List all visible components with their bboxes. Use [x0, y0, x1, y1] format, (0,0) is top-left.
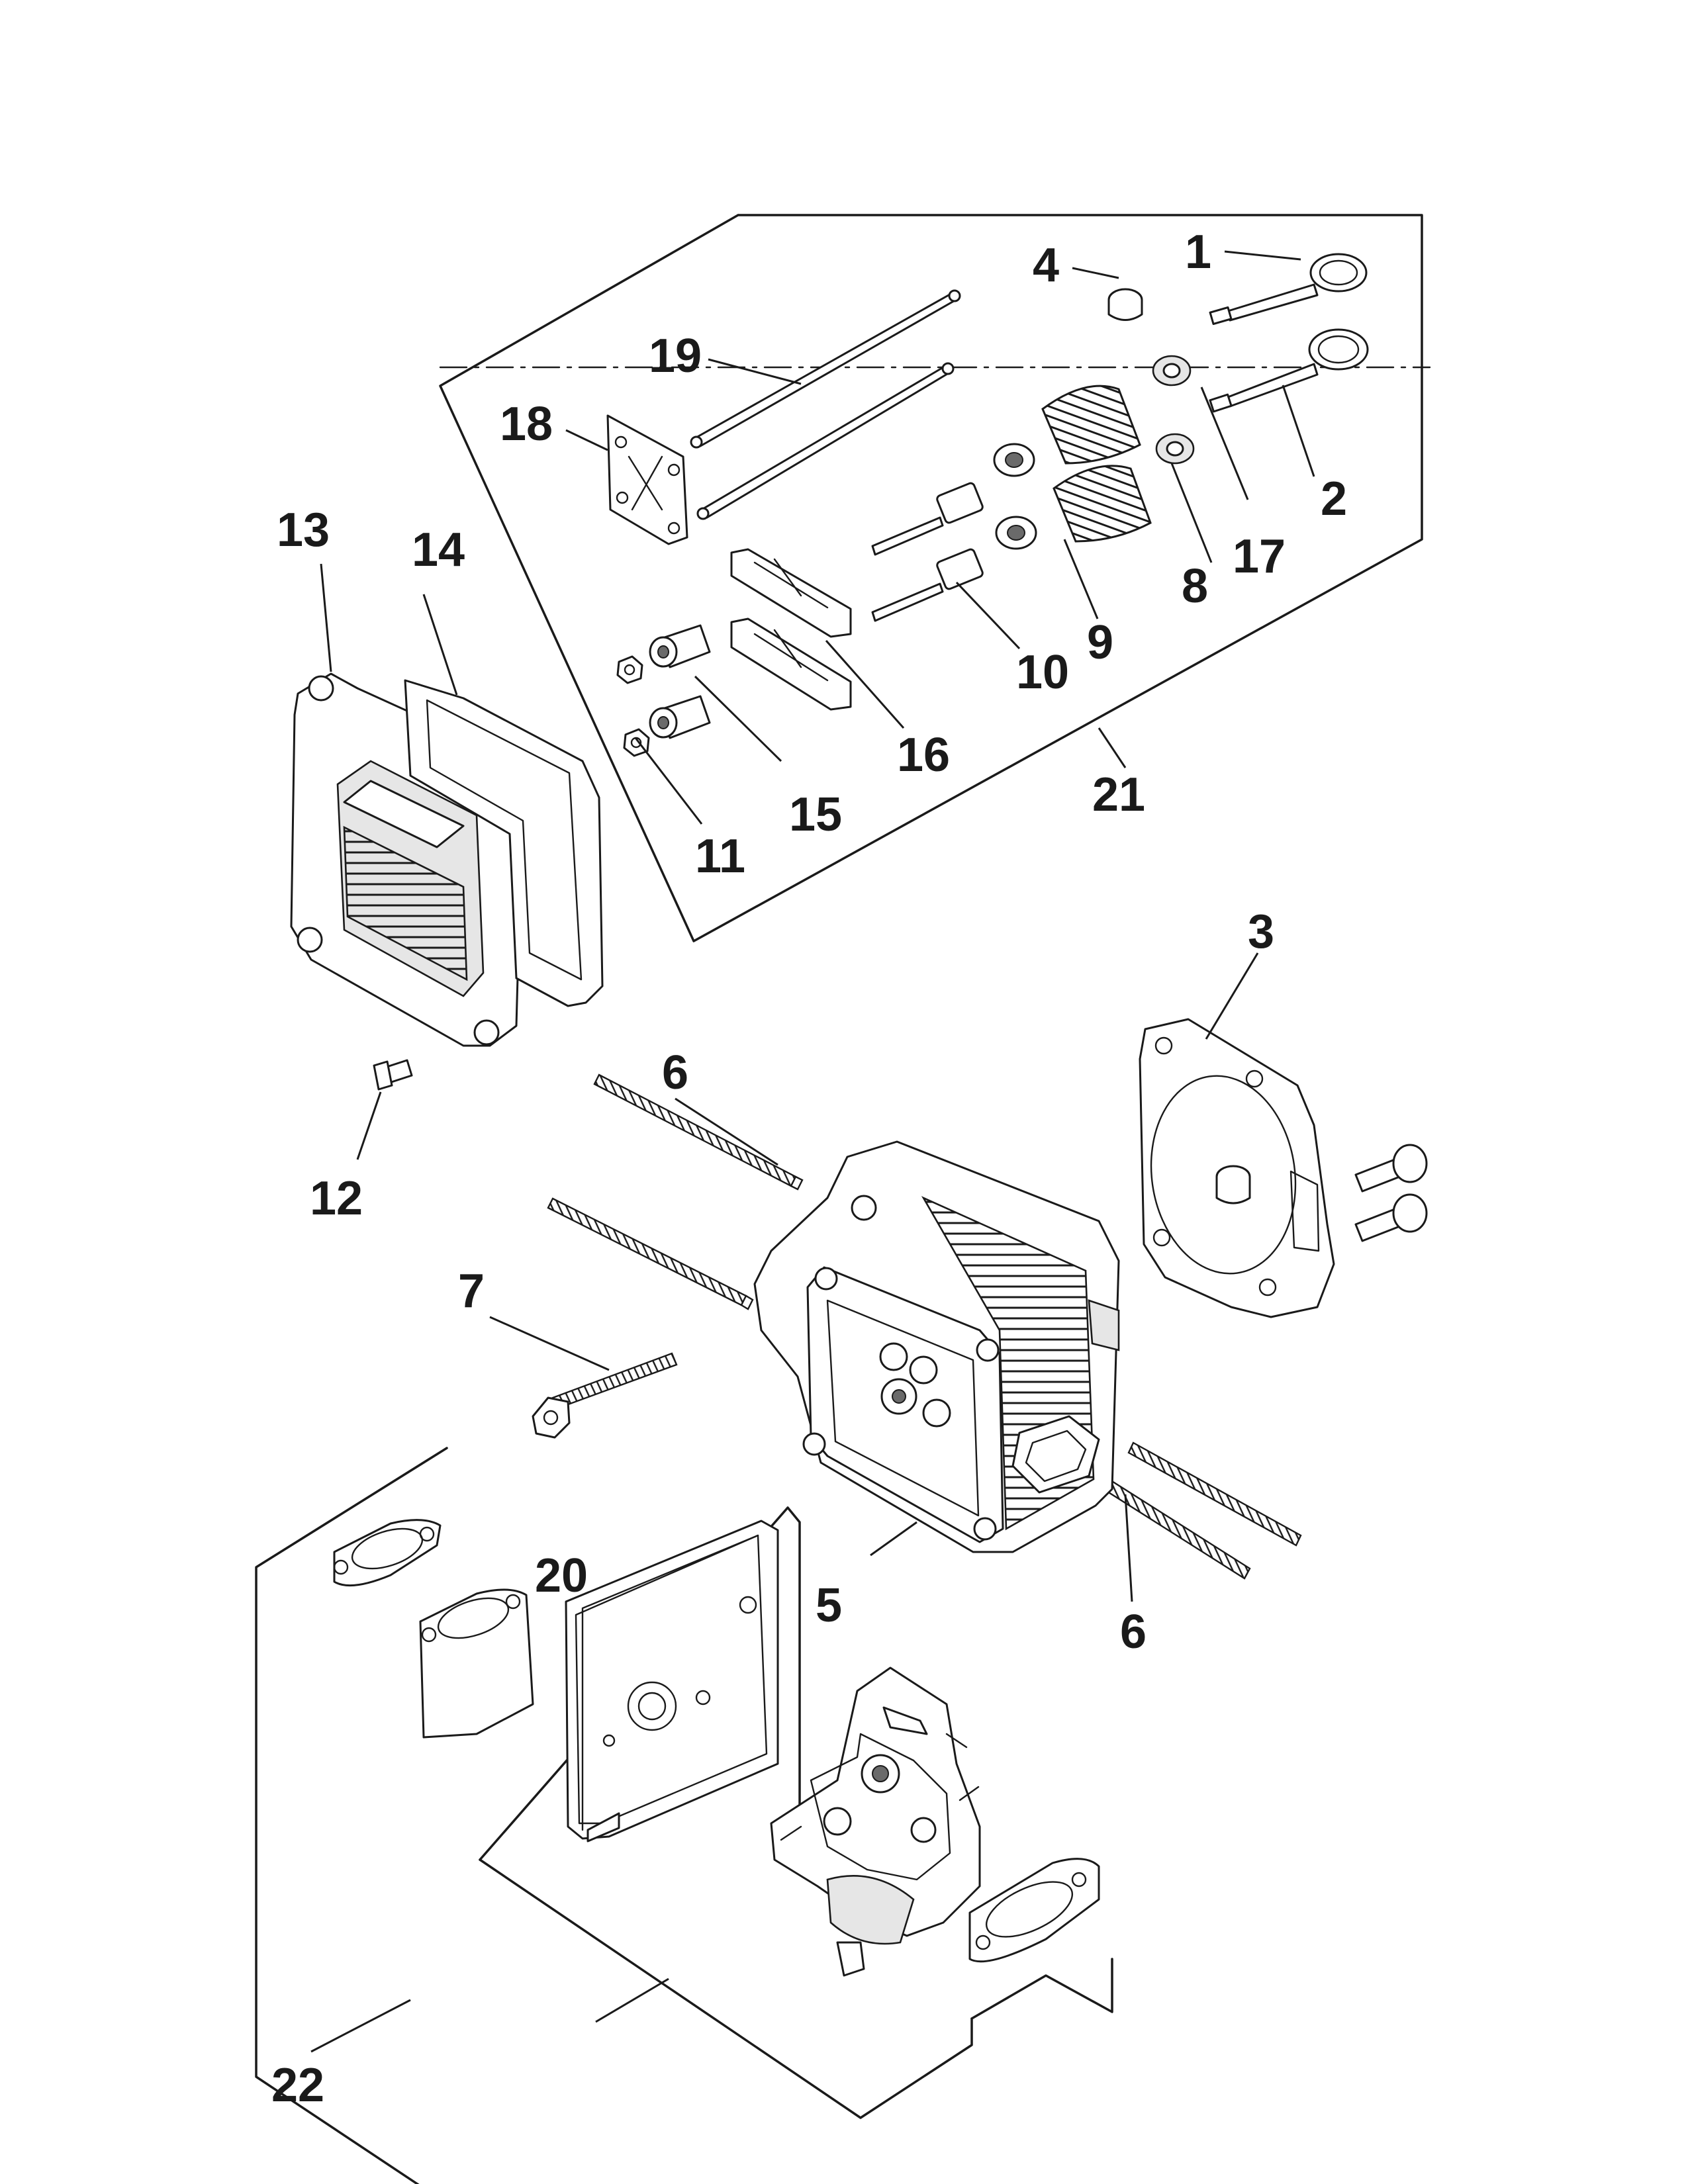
callout-8: 8: [1182, 560, 1208, 613]
callout-15: 15: [789, 788, 842, 841]
callout-10: 10: [1016, 646, 1069, 699]
valve-cover-bolt: [373, 1059, 413, 1091]
rocker-arms: [730, 548, 852, 711]
callout-5: 5: [816, 1579, 842, 1632]
leader-lines: [310, 250, 1315, 2053]
rocker-arm-studs: [871, 482, 984, 622]
callout-11: 11: [695, 830, 745, 883]
cylinder-head: [753, 1140, 1120, 1553]
push-rod-guide-plate: [606, 414, 688, 545]
insulator-plate: [565, 1520, 779, 1843]
rocker-nuts: [616, 655, 650, 757]
exhaust-valve: [1209, 328, 1369, 413]
callout-21: 21: [1092, 768, 1145, 821]
rocker-pivots: [649, 624, 711, 739]
valve-spring-seats: [993, 443, 1037, 550]
callout-20: 20: [535, 1549, 588, 1602]
carburetor: [770, 1666, 981, 1977]
callout-3: 3: [1248, 905, 1274, 958]
callout-labels: 1 2 3 4 5 6 6 7 8 9 10 11 12 13 14 15 16…: [271, 226, 1347, 2112]
callout-19: 19: [649, 330, 702, 383]
kit-22-gaskets: [333, 1519, 534, 1739]
head-gasket: [1139, 1018, 1335, 1318]
callout-16: 16: [897, 729, 950, 782]
callout-7: 7: [458, 1265, 485, 1318]
callout-4: 4: [1033, 239, 1059, 292]
callout-14: 14: [412, 523, 465, 576]
callout-6-lower: 6: [1120, 1606, 1147, 1659]
callout-9: 9: [1087, 616, 1113, 669]
callout-1: 1: [1185, 226, 1211, 279]
valve-spring-retainers: [1152, 355, 1195, 465]
head-studs-lower: [1090, 1441, 1302, 1580]
callout-2: 2: [1321, 473, 1347, 525]
head-studs-upper: [547, 1073, 804, 1310]
callout-6-upper: 6: [662, 1046, 688, 1099]
push-rods: [690, 289, 961, 520]
callout-12: 12: [310, 1172, 363, 1225]
callout-22: 22: [271, 2059, 324, 2112]
kit-22-outline: [255, 1447, 448, 2184]
callout-17: 17: [1233, 530, 1286, 583]
valve-guide-plug: [1107, 288, 1143, 321]
dowel-pins: [1354, 1144, 1428, 1242]
callout-18: 18: [500, 398, 553, 451]
callout-13: 13: [277, 504, 330, 557]
head-bolt: [532, 1352, 678, 1439]
intake-valve: [1209, 253, 1368, 326]
kit-21-outline: [439, 214, 1431, 942]
valve-springs: [1041, 385, 1152, 543]
carburetor-gasket: [968, 1858, 1100, 1963]
valve-cover-gasket: [404, 679, 604, 1007]
